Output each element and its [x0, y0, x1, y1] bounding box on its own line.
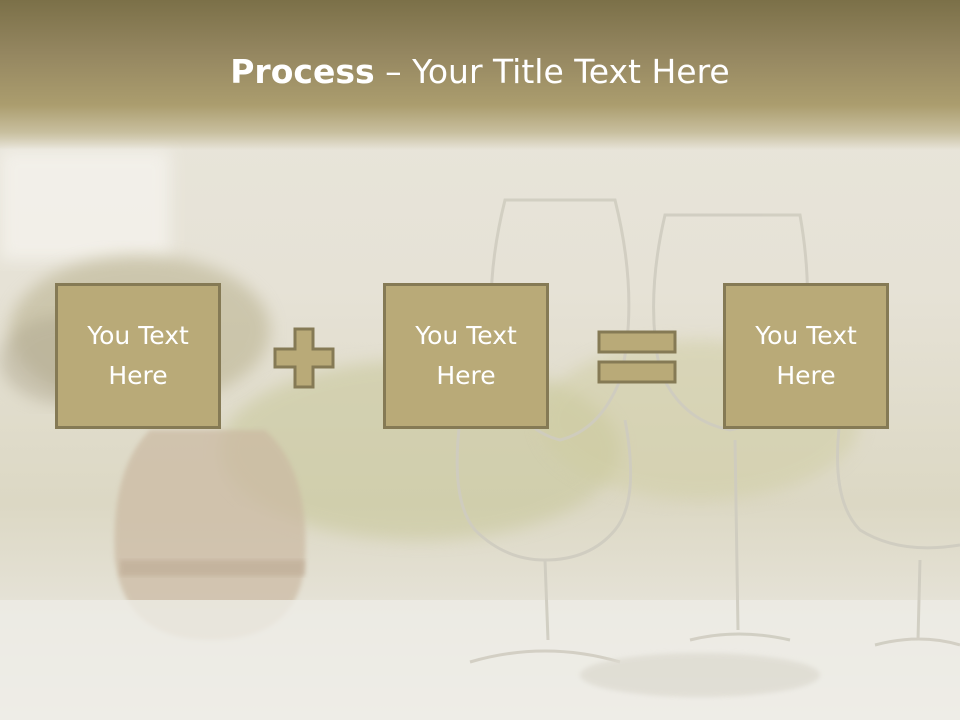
process-box-text: You Text Here	[68, 316, 208, 396]
process-box-line1: You Text	[87, 321, 189, 350]
process-box-line2: Here	[108, 361, 168, 390]
title-band	[0, 0, 960, 150]
process-box-text: You Text Here	[396, 316, 536, 396]
title-bold: Process	[230, 52, 375, 91]
page-title: Process – Your Title Text Here	[0, 52, 960, 91]
process-box-2: You Text Here	[383, 283, 549, 429]
equals-icon	[597, 330, 677, 384]
process-box-text: You Text Here	[736, 316, 876, 396]
plus-icon	[273, 327, 335, 389]
process-box-1: You Text Here	[55, 283, 221, 429]
process-box-line2: Here	[436, 361, 496, 390]
title-rest: – Your Title Text Here	[374, 52, 730, 91]
process-box-3: You Text Here	[723, 283, 889, 429]
process-box-line1: You Text	[755, 321, 857, 350]
process-box-line1: You Text	[415, 321, 517, 350]
process-box-line2: Here	[776, 361, 836, 390]
